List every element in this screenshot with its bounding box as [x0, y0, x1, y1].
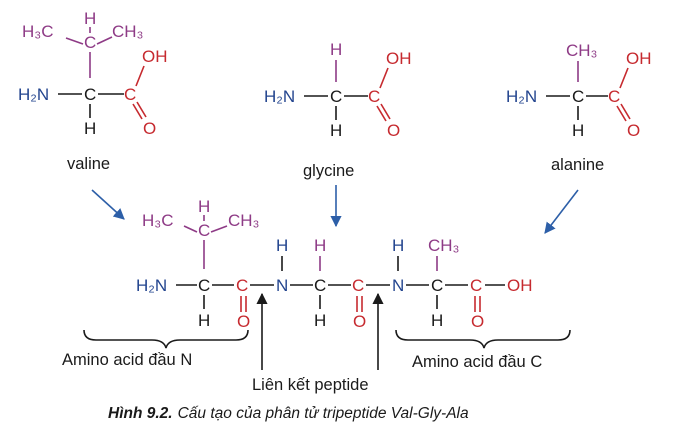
- bond: [210, 225, 228, 233]
- alanine-carboxyl-c: C: [608, 87, 620, 106]
- label-n-terminus: Amino acid đầu N: [62, 351, 192, 369]
- tp-gly-alpha-h: H: [314, 311, 326, 330]
- glycine-o: O: [387, 121, 400, 140]
- glycine-carboxyl-c: C: [368, 87, 380, 106]
- bond: [619, 67, 629, 89]
- bond: [616, 105, 627, 122]
- label-alanine: alanine: [551, 156, 604, 174]
- caption-number: Hình 9.2.: [108, 405, 173, 422]
- glycine-side-h: H: [330, 40, 342, 59]
- valine-structure: H₃C H C CH₃ H₂N C H C OH O: [18, 9, 168, 138]
- tp-val-ch3: CH₃: [228, 211, 259, 230]
- tp-carbonyl2-o: O: [353, 312, 366, 331]
- alanine-alpha-h: H: [572, 121, 584, 140]
- glycine-oh: OH: [386, 49, 412, 68]
- tp-n2-h: H: [392, 236, 404, 255]
- valine-side-c: C: [84, 33, 96, 52]
- tp-carbonyl2-c: C: [352, 276, 364, 295]
- tripeptide-structure: H₃C H C CH₃ H₂N C H C O N H H C H C: [136, 197, 533, 331]
- valine-ch3: CH₃: [112, 22, 143, 41]
- bond: [132, 103, 143, 120]
- alanine-ch3: CH₃: [566, 41, 597, 60]
- glycine-amine: H₂N: [264, 87, 295, 106]
- bond: [376, 105, 387, 122]
- label-valine: valine: [67, 155, 110, 173]
- tp-carbonyl1-c: C: [236, 276, 248, 295]
- alanine-alpha-c: C: [572, 87, 584, 106]
- tp-val-side-h: H: [198, 197, 210, 216]
- valine-carboxyl-c: C: [124, 85, 136, 104]
- valine-o: O: [143, 119, 156, 138]
- tp-carboxyl-c: C: [470, 276, 482, 295]
- valine-amine: H₂N: [18, 85, 49, 104]
- bond: [379, 67, 389, 89]
- valine-h3c: H₃C: [22, 22, 53, 41]
- label-peptide-bond: Liên kết peptide: [252, 376, 369, 394]
- brace-c-terminus: [395, 329, 571, 349]
- brace-n-terminus: [83, 329, 249, 349]
- glycine-structure: H H₂N C H C OH O: [264, 40, 412, 140]
- tp-h3c: H₃C: [142, 211, 173, 230]
- label-c-terminus: Amino acid đầu C: [412, 353, 542, 371]
- glycine-alpha-h: H: [330, 121, 342, 140]
- bond: [136, 101, 147, 118]
- tp-oh: OH: [507, 276, 533, 295]
- tp-gly-alpha-c: C: [314, 276, 326, 295]
- alanine-amine: H₂N: [506, 87, 537, 106]
- label-glycine: glycine: [303, 162, 354, 180]
- arrow-alanine: [544, 189, 579, 234]
- tp-carbonyl1-o: O: [237, 312, 250, 331]
- tp-ala-alpha-c: C: [431, 276, 443, 295]
- glycine-alpha-c: C: [330, 87, 342, 106]
- tp-ala-ch3: CH₃: [428, 236, 459, 255]
- valine-side-h: H: [84, 9, 96, 28]
- arrow-valine: [91, 189, 125, 220]
- tp-val-side-c: C: [198, 221, 210, 240]
- tp-n1-h: H: [276, 236, 288, 255]
- bond: [620, 103, 631, 120]
- tp-n1: N: [276, 276, 288, 295]
- bond: [183, 225, 198, 233]
- tp-amine: H₂N: [136, 276, 167, 295]
- tp-n2: N: [392, 276, 404, 295]
- alanine-o: O: [627, 121, 640, 140]
- bond: [96, 36, 113, 45]
- valine-oh: OH: [142, 47, 168, 66]
- valine-alpha-c: C: [84, 85, 96, 104]
- bond: [135, 65, 145, 87]
- alanine-structure: CH₃ H₂N C H C OH O: [506, 41, 652, 140]
- figure-caption: Hình 9.2. Cấu tạo của phân tử tripeptide …: [108, 405, 469, 422]
- tp-carboxyl-o: O: [471, 312, 484, 331]
- tp-val-alpha-c: C: [198, 276, 210, 295]
- alanine-oh: OH: [626, 49, 652, 68]
- tp-ala-alpha-h: H: [431, 311, 443, 330]
- tp-val-alpha-h: H: [198, 311, 210, 330]
- valine-alpha-h: H: [84, 119, 96, 138]
- bond: [65, 37, 84, 45]
- bond: [380, 103, 391, 120]
- tp-gly-side-h: H: [314, 236, 326, 255]
- caption-text: Cấu tạo của phân tử tripeptide Val-Gly-A…: [178, 405, 469, 422]
